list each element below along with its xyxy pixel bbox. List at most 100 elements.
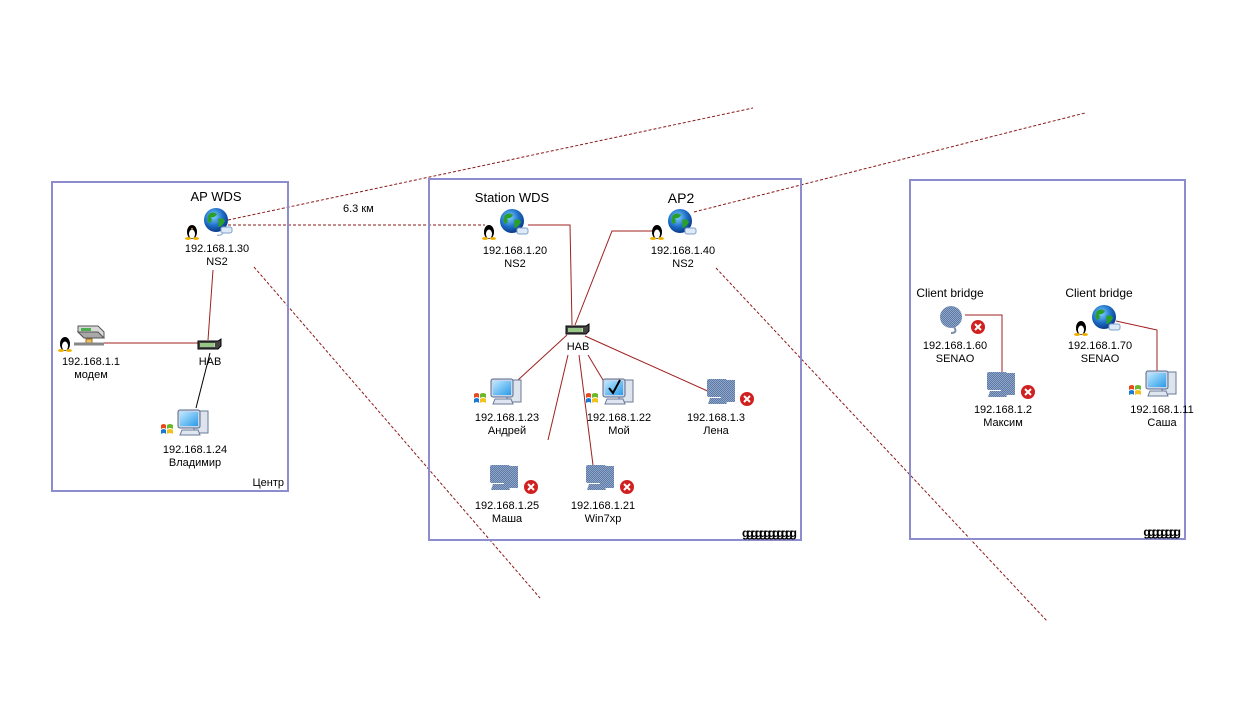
windows-flag-icon — [1129, 385, 1141, 395]
link-apwds-hub1[interactable] — [207, 269, 214, 341]
globe-icon[interactable] — [499, 208, 531, 238]
linux-tux-icon — [650, 225, 664, 240]
windows-flag-icon — [161, 424, 173, 434]
group-label: Центр — [252, 477, 285, 489]
globe-offline-icon[interactable] — [938, 305, 988, 335]
node-name: SENAO — [1080, 353, 1120, 365]
node-ip: 192.168.1.24 — [162, 444, 228, 456]
node-name: HAB — [198, 356, 222, 368]
node-name: NS2 — [504, 258, 526, 270]
hub-icon[interactable] — [564, 323, 590, 335]
wired-links — [100, 224, 1158, 466]
node-hub2[interactable]: HAB — [567, 341, 590, 354]
node-name: Саша — [1147, 417, 1177, 429]
hub-icon[interactable] — [196, 338, 222, 350]
wireless-link-apwds-remote1[interactable] — [227, 107, 754, 221]
globe-icon[interactable] — [667, 208, 699, 238]
link-hub2-win7xp[interactable] — [578, 354, 594, 466]
node-ip: 192.168.1.60 — [922, 340, 988, 352]
node-name: модем — [74, 369, 108, 381]
link-hub2-masha[interactable] — [547, 354, 569, 441]
link-hub2-lena[interactable] — [584, 335, 713, 394]
node-hub1[interactable]: HAB — [199, 356, 222, 369]
wireless-link-apwds-remote2[interactable] — [253, 266, 541, 599]
node-title: AP WDS — [190, 189, 242, 204]
group-center[interactable]: Центр — [51, 181, 289, 492]
node-title: Client bridge — [1065, 286, 1133, 300]
node-name: NS2 — [206, 256, 228, 268]
group-label: gggggggg — [1143, 525, 1181, 539]
node-ip: 192.168.1.30 — [184, 243, 250, 255]
linux-tux-icon — [185, 225, 199, 240]
computer-offline-icon[interactable] — [705, 377, 755, 407]
node-name: Андрей — [487, 425, 527, 437]
linux-tux-icon — [482, 225, 496, 240]
node-ip: 192.168.1.23 — [474, 412, 540, 424]
node-ip: 192.168.1.22 — [586, 412, 652, 424]
node-ip: 192.168.1.2 — [973, 404, 1033, 416]
node-ip: 192.168.1.25 — [474, 500, 540, 512]
computer-icon[interactable] — [1144, 369, 1178, 399]
node-title: Client bridge — [916, 286, 984, 300]
link-station-hub2[interactable] — [528, 224, 573, 326]
link-hub1-vladimir[interactable] — [195, 352, 211, 409]
linux-tux-icon — [1074, 321, 1088, 336]
node-name: SENAO — [935, 353, 975, 365]
computer-offline-icon[interactable] — [488, 463, 538, 495]
node-name: NS2 — [672, 258, 694, 270]
node-name: Win7xp — [584, 513, 622, 525]
computer-check-icon[interactable] — [601, 377, 635, 407]
node-ip: 192.168.1.21 — [570, 500, 636, 512]
globe-icon[interactable] — [203, 207, 235, 237]
computer-offline-icon[interactable] — [584, 463, 634, 495]
linux-tux-icon — [58, 337, 72, 352]
node-ip: 192.168.1.40 — [650, 245, 716, 257]
node-name: Максим — [983, 417, 1023, 429]
link-cb70-sasha[interactable] — [1115, 320, 1158, 372]
distance-label: 6.3 км — [343, 203, 374, 215]
link-hub2-andrey[interactable] — [517, 334, 568, 381]
wireless-link-ap2-remote2[interactable] — [715, 267, 1048, 622]
wireless-link-ap2-remote1[interactable] — [693, 112, 1086, 213]
globe-icon[interactable] — [1091, 304, 1123, 334]
windows-flag-icon — [474, 393, 486, 403]
link-cb60-maksim[interactable] — [965, 314, 1003, 372]
link-hub2-moy[interactable] — [587, 354, 604, 381]
wireless-links — [227, 107, 1086, 622]
group-clients[interactable]: gggggggg — [909, 179, 1186, 540]
node-title: Station WDS — [474, 190, 550, 205]
node-name: Владимир — [168, 457, 222, 469]
computer-offline-icon[interactable] — [985, 370, 1035, 402]
computer-icon[interactable] — [489, 377, 523, 407]
group-middle[interactable]: gggggggggggg — [428, 178, 802, 541]
node-name: Лена — [703, 425, 729, 437]
node-ip: 192.168.1.3 — [686, 412, 746, 424]
node-ip: 192.168.1.11 — [1130, 404, 1194, 416]
modem-icon[interactable] — [72, 322, 106, 350]
computer-icon[interactable] — [176, 408, 210, 438]
node-ip: 192.168.1.1 — [61, 356, 121, 368]
node-name: HAB — [566, 341, 590, 353]
node-title: AP2 — [667, 190, 695, 206]
windows-flag-icon — [586, 393, 598, 403]
link-ap2-hub2[interactable] — [574, 230, 657, 326]
node-name: Мой — [608, 425, 630, 437]
node-ip: 192.168.1.70 — [1067, 340, 1133, 352]
group-label: gggggggggggg — [742, 526, 797, 540]
node-name: Маша — [491, 513, 523, 525]
